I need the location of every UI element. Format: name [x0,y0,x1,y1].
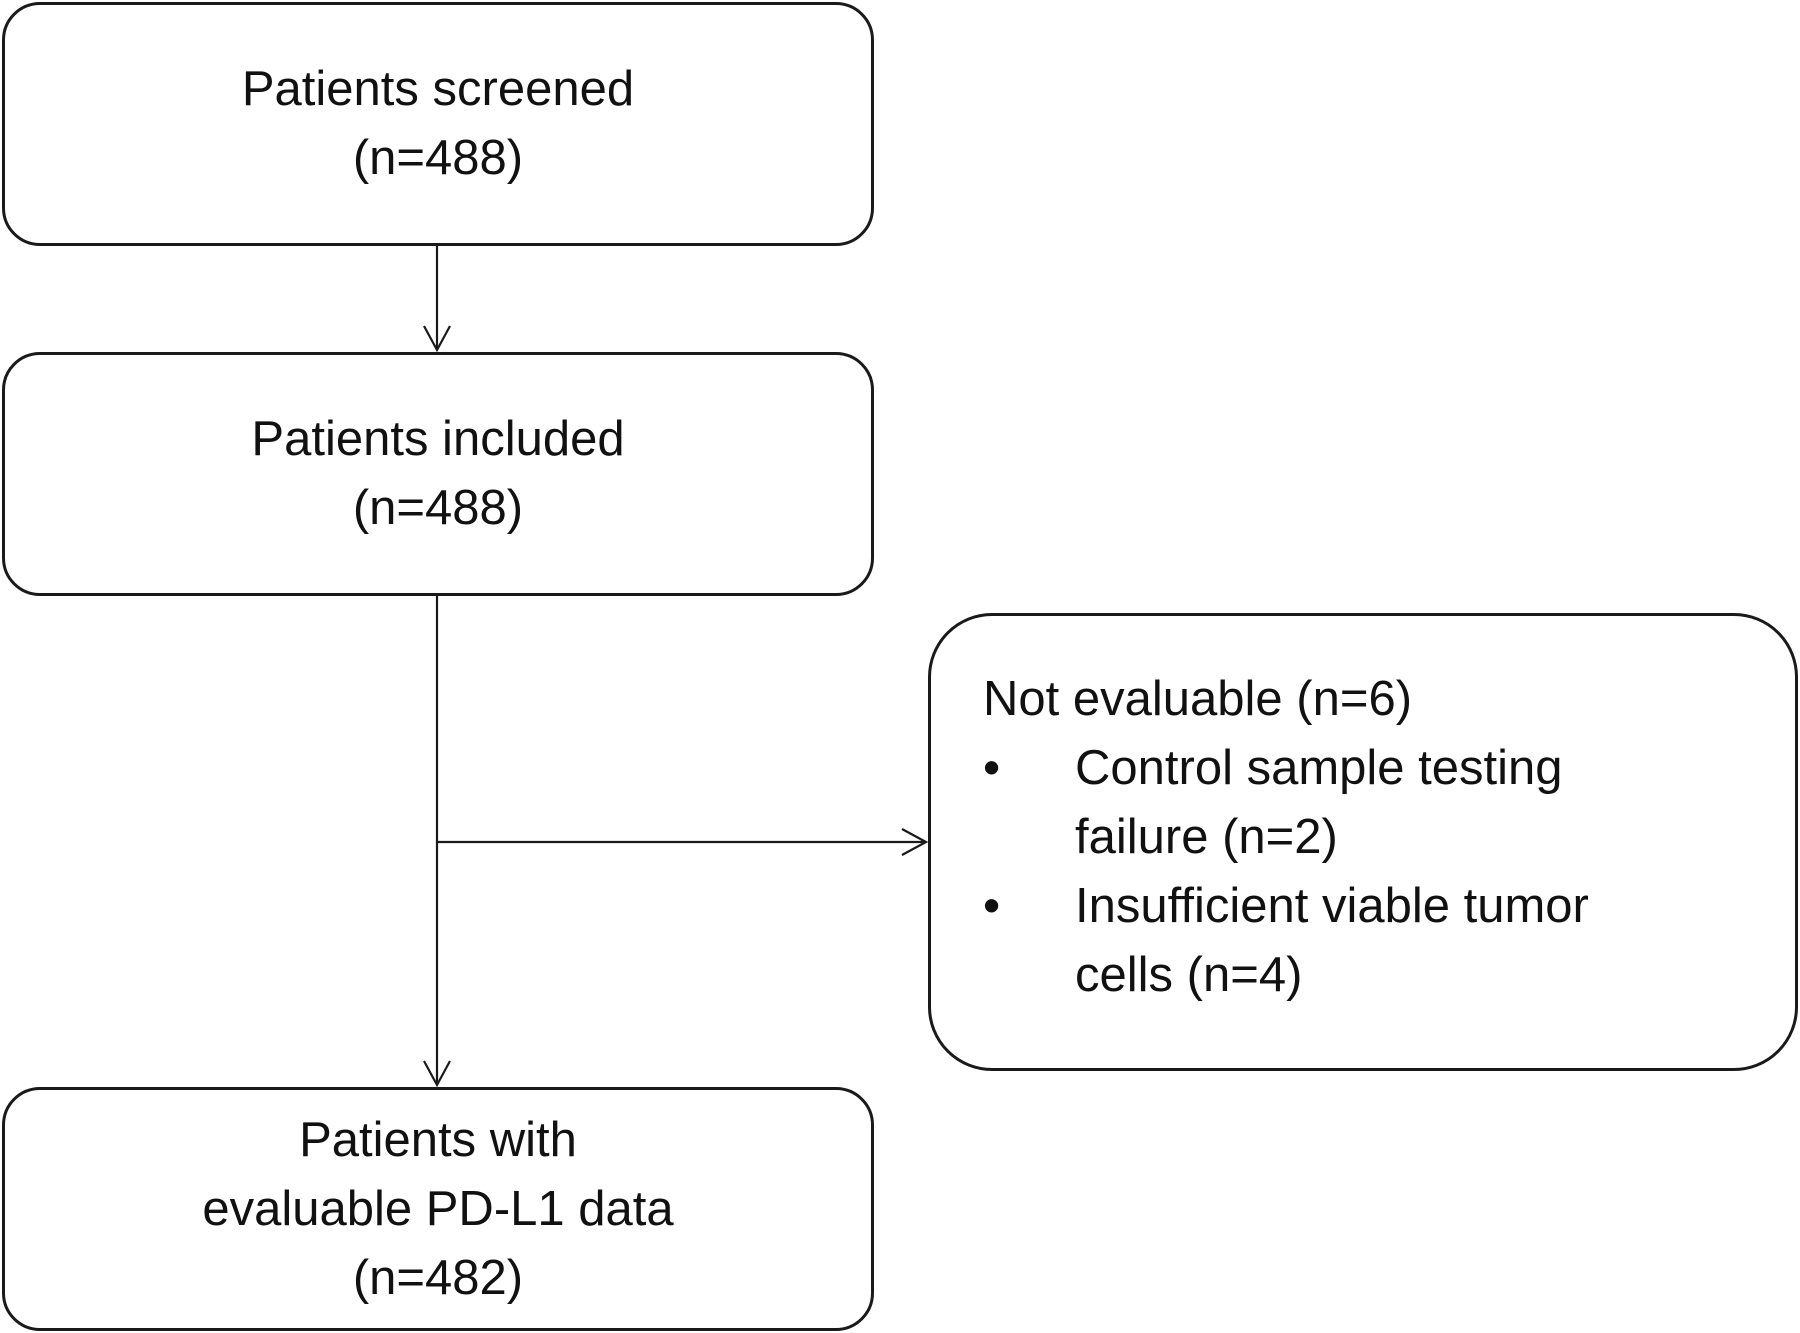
exclusion-reason-line: cells (n=4) [1075,947,1303,1002]
not-evaluable-box: Not evaluable (n=6) • Control sample tes… [928,613,1798,1071]
evaluable-label-line2: evaluable PD-L1 data [202,1181,674,1236]
screened-count: (n=488) [352,131,524,185]
arrowhead-included-to-evaluable [423,1060,451,1088]
bullet-icon: • [983,740,1001,795]
screened-label: Patients screened [241,62,635,116]
patients-screened-box: Patients screened (n=488) [2,2,874,246]
bullet-icon: • [983,878,1001,933]
not-evaluable-header: Not evaluable (n=6) [983,671,1413,726]
exclusion-reason-text: Insufficient viable tumor cells (n=4) [1075,872,1675,1010]
patients-included-box: Patients included (n=488) [2,352,874,596]
exclusion-reason-line: Insufficient viable tumor [1075,878,1589,933]
evaluable-label-line1: Patients with [299,1112,577,1167]
exclusion-reasons-list: • Control sample testing failure (n=2) •… [983,734,1675,1010]
exclusion-reason-item: • Control sample testing failure (n=2) [983,734,1675,872]
included-label: Patients included [251,412,625,466]
included-count: (n=488) [352,481,524,535]
arrowhead-branch-to-excluded [901,828,929,856]
exclusion-reason-line: Control sample testing [1075,740,1563,795]
exclusion-reason-item: • Insufficient viable tumor cells (n=4) [983,872,1675,1010]
patients-evaluable-box: Patients with evaluable PD-L1 data (n=48… [2,1087,874,1331]
exclusion-reason-line: failure (n=2) [1075,809,1338,864]
arrowhead-screened-to-included [423,325,451,353]
exclusion-reason-text: Control sample testing failure (n=2) [1075,734,1675,872]
evaluable-count: (n=482) [352,1250,524,1305]
